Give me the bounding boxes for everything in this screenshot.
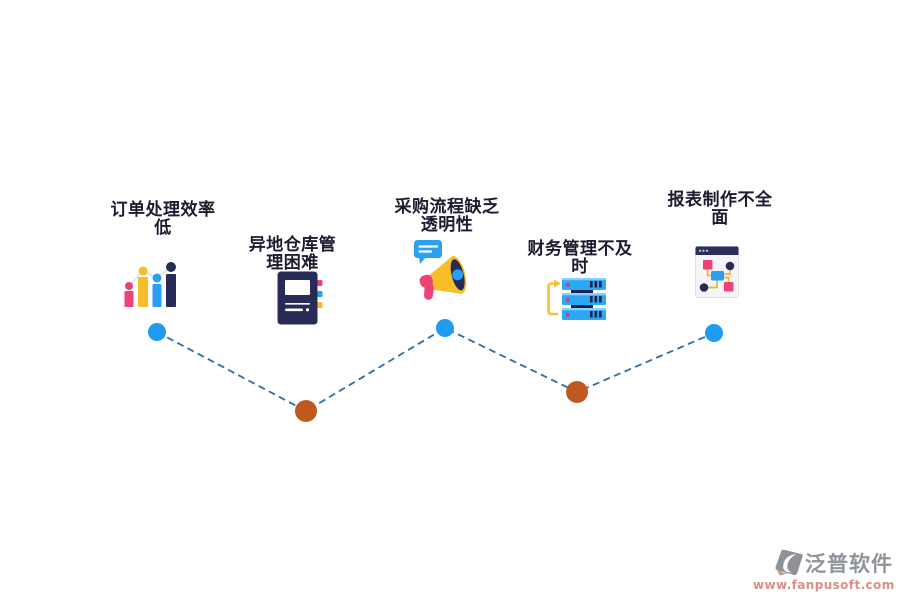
flowchart-window-icon bbox=[695, 246, 739, 298]
bar-chart-icon bbox=[124, 262, 176, 307]
watermark: 泛普软件 www.fanpusoft.com bbox=[753, 548, 895, 592]
label-line: 采购流程缺乏 bbox=[394, 197, 500, 217]
label-line: 异地仓库管 bbox=[248, 235, 337, 255]
label-line: 透明性 bbox=[420, 215, 474, 235]
timeline-node-5 bbox=[705, 324, 723, 342]
timeline-node-4 bbox=[566, 381, 588, 403]
server-stack-icon bbox=[547, 278, 606, 320]
fanpu-logo-icon bbox=[775, 549, 803, 576]
pain-point-label-procurement: 采购流程缺乏 透明性 bbox=[387, 198, 507, 234]
label-line: 面 bbox=[711, 208, 729, 228]
timeline-node-2 bbox=[295, 400, 317, 422]
label-line: 时 bbox=[571, 257, 589, 277]
watermark-url: www.fanpusoft.com bbox=[753, 578, 895, 592]
pain-point-label-warehouse: 异地仓库管 理困难 bbox=[232, 236, 353, 272]
zigzag-dashed-line bbox=[156, 326, 715, 413]
label-line: 订单处理效率 bbox=[110, 200, 216, 220]
notebook-icon bbox=[277, 271, 323, 325]
label-line: 报表制作不全 bbox=[667, 190, 773, 210]
pain-point-label-reports: 报表制作不全 面 bbox=[657, 191, 783, 227]
label-line: 理困难 bbox=[266, 253, 319, 273]
label-line: 财务管理不及 bbox=[527, 239, 633, 259]
timeline-node-3 bbox=[436, 319, 454, 337]
watermark-brand: 泛普软件 bbox=[805, 552, 893, 576]
megaphone-icon bbox=[414, 240, 467, 300]
pain-point-label-finance: 财务管理不及 时 bbox=[520, 240, 640, 276]
label-line: 低 bbox=[154, 218, 172, 238]
pain-point-label-order-processing: 订单处理效率 低 bbox=[103, 201, 223, 237]
timeline-node-1 bbox=[148, 323, 166, 341]
